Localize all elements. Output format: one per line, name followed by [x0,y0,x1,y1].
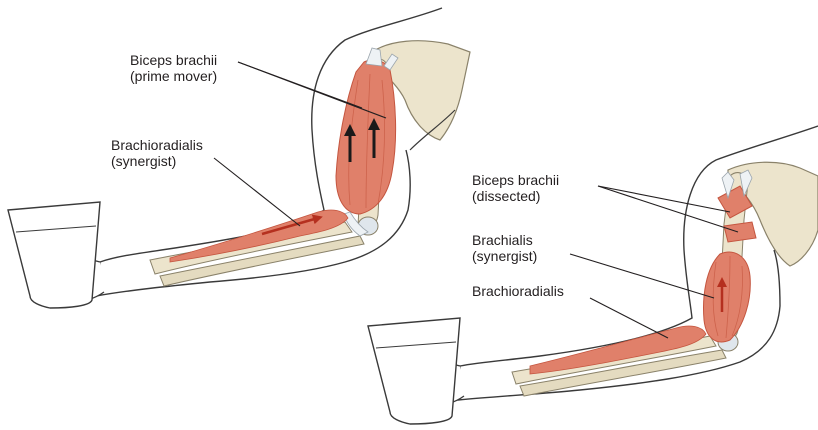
right-biceps-dissected-lower [724,222,756,242]
left-arm [8,8,470,308]
label-left-biceps-name: Biceps brachii [130,52,217,68]
label-right-biceps: Biceps brachii (dissected) [472,172,559,204]
leader-left-brachioradialis [214,158,300,226]
label-right-brachioradialis: Brachioradialis [472,283,564,299]
label-left-biceps-role: (prime mover) [130,68,217,84]
label-right-brachialis: Brachialis (synergist) [472,232,537,264]
label-right-brachioradialis-name: Brachioradialis [472,283,564,299]
label-right-biceps-name: Biceps brachii [472,172,559,188]
label-right-brachialis-name: Brachialis [472,232,537,248]
label-right-biceps-role: (dissected) [472,188,559,204]
right-arm [368,126,818,424]
leader-right-brachialis [570,254,714,298]
label-left-brachioradialis: Brachioradialis (synergist) [111,137,203,169]
label-left-biceps: Biceps brachii (prime mover) [130,52,217,84]
right-glass [368,318,460,424]
label-left-brachioradialis-name: Brachioradialis [111,137,203,153]
leader-right-brachioradialis [590,298,668,338]
left-glass [8,202,100,308]
label-left-brachioradialis-role: (synergist) [111,153,203,169]
label-right-brachialis-role: (synergist) [472,248,537,264]
